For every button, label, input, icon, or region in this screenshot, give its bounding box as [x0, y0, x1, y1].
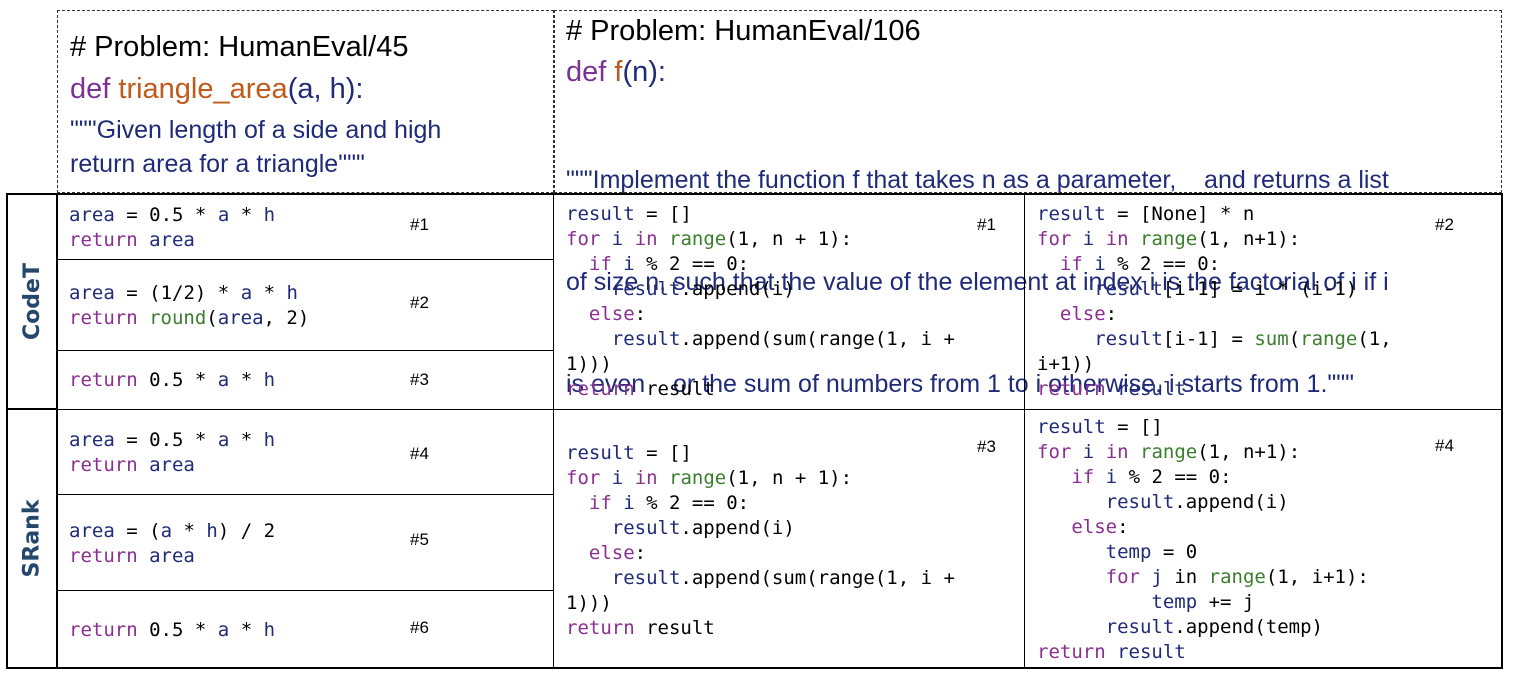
code-snippet: area = (a * h) / 2 return area [69, 520, 276, 567]
docstring: """Given length of a side and high retur… [70, 113, 441, 181]
sample-tag: #4 [410, 444, 429, 463]
code-snippet: return 0.5 * a * h [69, 369, 276, 391]
docstring-line: of size n, such that the value of the el… [566, 268, 1389, 296]
function-signature: def f(n): [566, 56, 666, 89]
function-signature: def triangle_area(a, h): [70, 73, 363, 106]
code-snippet: area = 0.5 * a * h return area [69, 204, 276, 251]
code-cell-srank-r4: result = [] for i in range(1, n+1): if i… [1024, 409, 1502, 669]
docstring: """Implement the function f that takes n… [566, 95, 1389, 469]
docstring-line: is even or the sum of numbers from 1 to … [566, 370, 1355, 398]
function-name: f [614, 56, 623, 88]
sample-tag: #1 [977, 215, 996, 234]
code-cell-codet-r1: result = [] for i in range(1, n + 1): if… [553, 194, 1025, 410]
code-cell-codet-r2: result = [None] * n for i in range(1, n+… [1024, 194, 1502, 410]
code-snippet: result = [] for i in range(1, n + 1): if… [566, 442, 955, 639]
code-cell-codet-2: area = (1/2) * a * h return round(area, … [57, 259, 554, 351]
code-snippet: return 0.5 * a * h [69, 619, 276, 641]
sample-tag: #4 [1435, 436, 1454, 455]
code-snippet: result = [] for i in range(1, n + 1): if… [566, 203, 955, 400]
function-name: triangle_area [118, 73, 288, 105]
docstring-line: """Given length of a side and high [70, 116, 442, 144]
code-cell-srank-6: return 0.5 * a * h #6 [57, 590, 554, 669]
code-snippet: area = 0.5 * a * h return area [69, 429, 276, 476]
code-cell-srank-r3: result = [] for i in range(1, n + 1): if… [553, 409, 1025, 669]
row-label-codet: CodeT [6, 193, 58, 410]
def-keyword: def [566, 56, 607, 88]
code-snippet: area = (1/2) * a * h return round(area, … [69, 282, 310, 329]
sample-tag: #2 [410, 293, 429, 312]
problem-title: # Problem: HumanEval/45 [70, 31, 409, 63]
row-label-text: SRank [19, 499, 45, 578]
code-snippet: result = [None] * n for i in range(1, n+… [1037, 203, 1392, 400]
sample-tag: #2 [1435, 215, 1454, 234]
problem-header-humaneval-45: # Problem: HumanEval/45 def triangle_are… [57, 10, 554, 193]
sample-tag: #1 [410, 215, 429, 234]
sample-tag: #5 [410, 530, 429, 549]
docstring-line: return area for a triangle""" [70, 150, 365, 178]
docstring-line: """Implement the function f that takes n… [566, 166, 1389, 194]
row-label-text: CodeT [19, 263, 45, 340]
def-keyword: def [70, 73, 111, 105]
problem-header-humaneval-106: # Problem: HumanEval/106 def f(n): """Im… [554, 10, 1502, 398]
sample-tag: #6 [410, 618, 429, 637]
code-cell-codet-1: area = 0.5 * a * h return area #1 [57, 194, 554, 260]
row-label-srank: SRank [6, 408, 58, 669]
code-cell-codet-3: return 0.5 * a * h #3 [57, 350, 554, 410]
code-cell-srank-4: area = 0.5 * a * h return area #4 [57, 409, 554, 495]
sample-tag: #3 [410, 370, 429, 389]
code-cell-srank-5: area = (a * h) / 2 return area #5 [57, 494, 554, 591]
problem-title: # Problem: HumanEval/106 [566, 15, 921, 47]
sample-tag: #3 [977, 437, 996, 456]
function-params: (n): [622, 56, 666, 88]
code-snippet: result = [] for i in range(1, n+1): if i… [1037, 416, 1369, 663]
function-params: (a, h): [287, 73, 364, 105]
